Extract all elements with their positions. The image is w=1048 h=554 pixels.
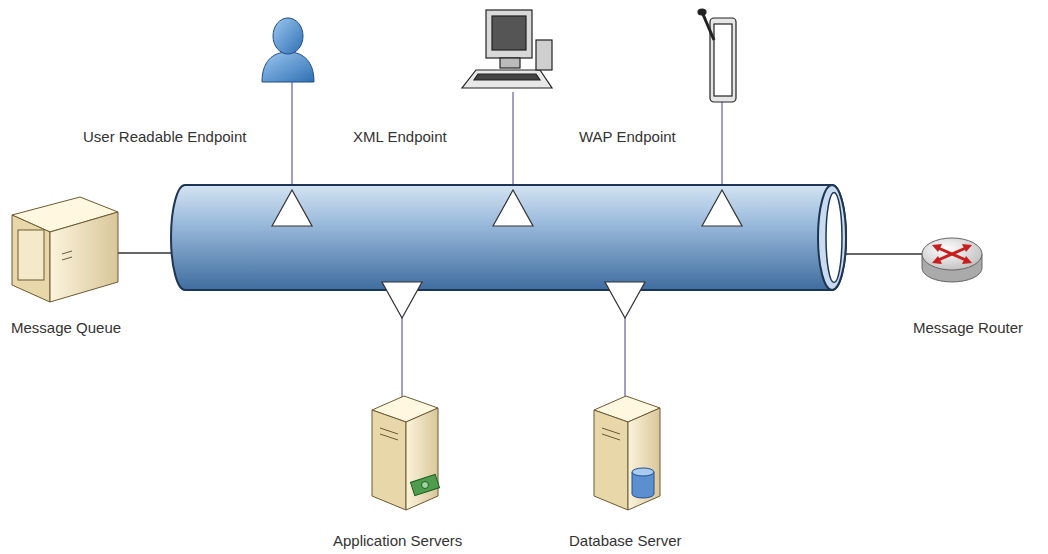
app-server-icon (372, 396, 440, 510)
icon-label: Message Queue (9, 318, 123, 337)
bus-pipe (171, 185, 846, 290)
icon-label: Message Router (911, 318, 1025, 337)
icon-label: User Readable Endpoint (81, 127, 248, 146)
phone-icon (698, 9, 736, 102)
label-text: Application Servers (333, 532, 462, 549)
icon-label: Application Servers (331, 531, 464, 550)
computer-icon (462, 10, 552, 88)
label-text: Database Server (569, 532, 682, 549)
icon-label: WAP Endpoint (577, 127, 678, 146)
icon-label: Database Server (567, 531, 684, 550)
label-text: Message Queue (11, 319, 121, 336)
user-icon (262, 18, 314, 82)
label-text: WAP Endpoint (579, 128, 676, 145)
icon-label: XML Endpoint (351, 127, 449, 146)
port-triangle (272, 190, 742, 318)
label-text: Message Router (913, 319, 1023, 336)
label-text: User Readable Endpoint (83, 128, 246, 145)
label-text: XML Endpoint (353, 128, 447, 145)
queue-server-icon (12, 197, 118, 302)
router-icon (922, 238, 982, 282)
db-server-icon (594, 396, 660, 510)
